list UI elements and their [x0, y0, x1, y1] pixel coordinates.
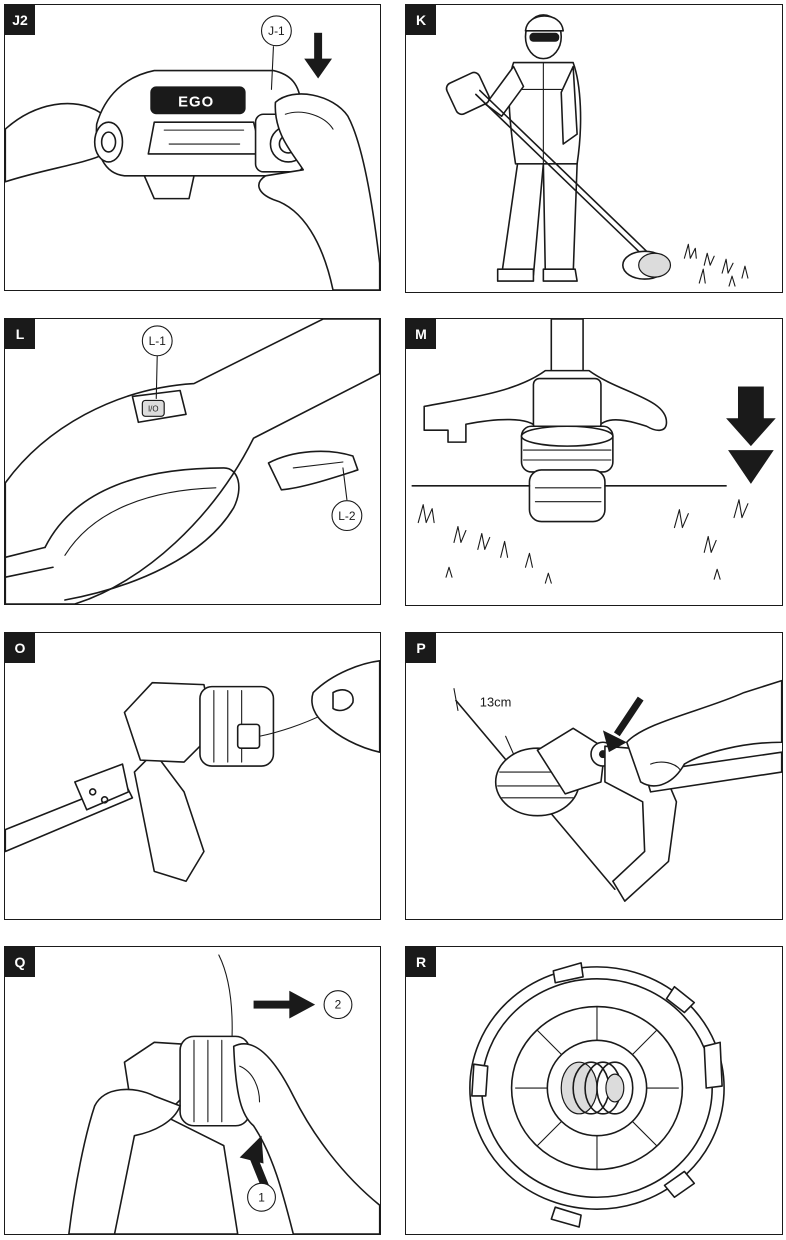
operator-trimming-illustration [445, 14, 749, 287]
arrow-down-icon [726, 386, 776, 484]
spool-removal-illustration [5, 660, 380, 883]
brand-logo: EGO [178, 94, 214, 110]
panel-label: J2 [5, 5, 35, 35]
arrow-down-icon [304, 32, 333, 79]
panel-o: O [4, 632, 381, 920]
spool-housing-illustration [469, 962, 725, 1228]
line-winding-illustration: 2 1 [68, 954, 380, 1234]
line-length-label: 13cm [480, 694, 512, 709]
handle-switch-illustration: I/O L-1 L-2 [5, 319, 380, 604]
panel-p: P 13cm [405, 632, 783, 920]
panel-q: Q 2 1 [4, 946, 381, 1235]
line-loading-illustration: 13cm [453, 679, 782, 902]
panel-l: L I/O L-1 L-2 [4, 318, 381, 605]
panel-k: K [405, 4, 783, 293]
panel-m: M [405, 318, 783, 606]
arrow-right-icon [253, 990, 316, 1019]
panel-r: R [405, 946, 783, 1235]
battery-removal-illustration: EGO J-1 [5, 15, 380, 290]
bump-feed-illustration [411, 319, 776, 584]
panel-label: O [5, 633, 35, 663]
panel-label: Q [5, 947, 35, 977]
callout-l1: L-1 [149, 334, 167, 348]
arrow-diagonal-icon [602, 696, 644, 753]
callout-2: 2 [335, 998, 342, 1012]
panel-label: P [406, 633, 436, 663]
panel-label: M [406, 319, 436, 349]
panel-label: K [406, 5, 436, 35]
panel-j2: J2 EGO J-1 [4, 4, 381, 291]
svg-text:I/O: I/O [148, 404, 159, 413]
panel-label: R [406, 947, 436, 977]
arrow-up-icon [239, 1135, 270, 1190]
callout-l2: L-2 [338, 509, 356, 523]
callout-j1: J-1 [268, 24, 285, 38]
panel-label: L [5, 319, 35, 349]
callout-1: 1 [258, 1190, 265, 1204]
